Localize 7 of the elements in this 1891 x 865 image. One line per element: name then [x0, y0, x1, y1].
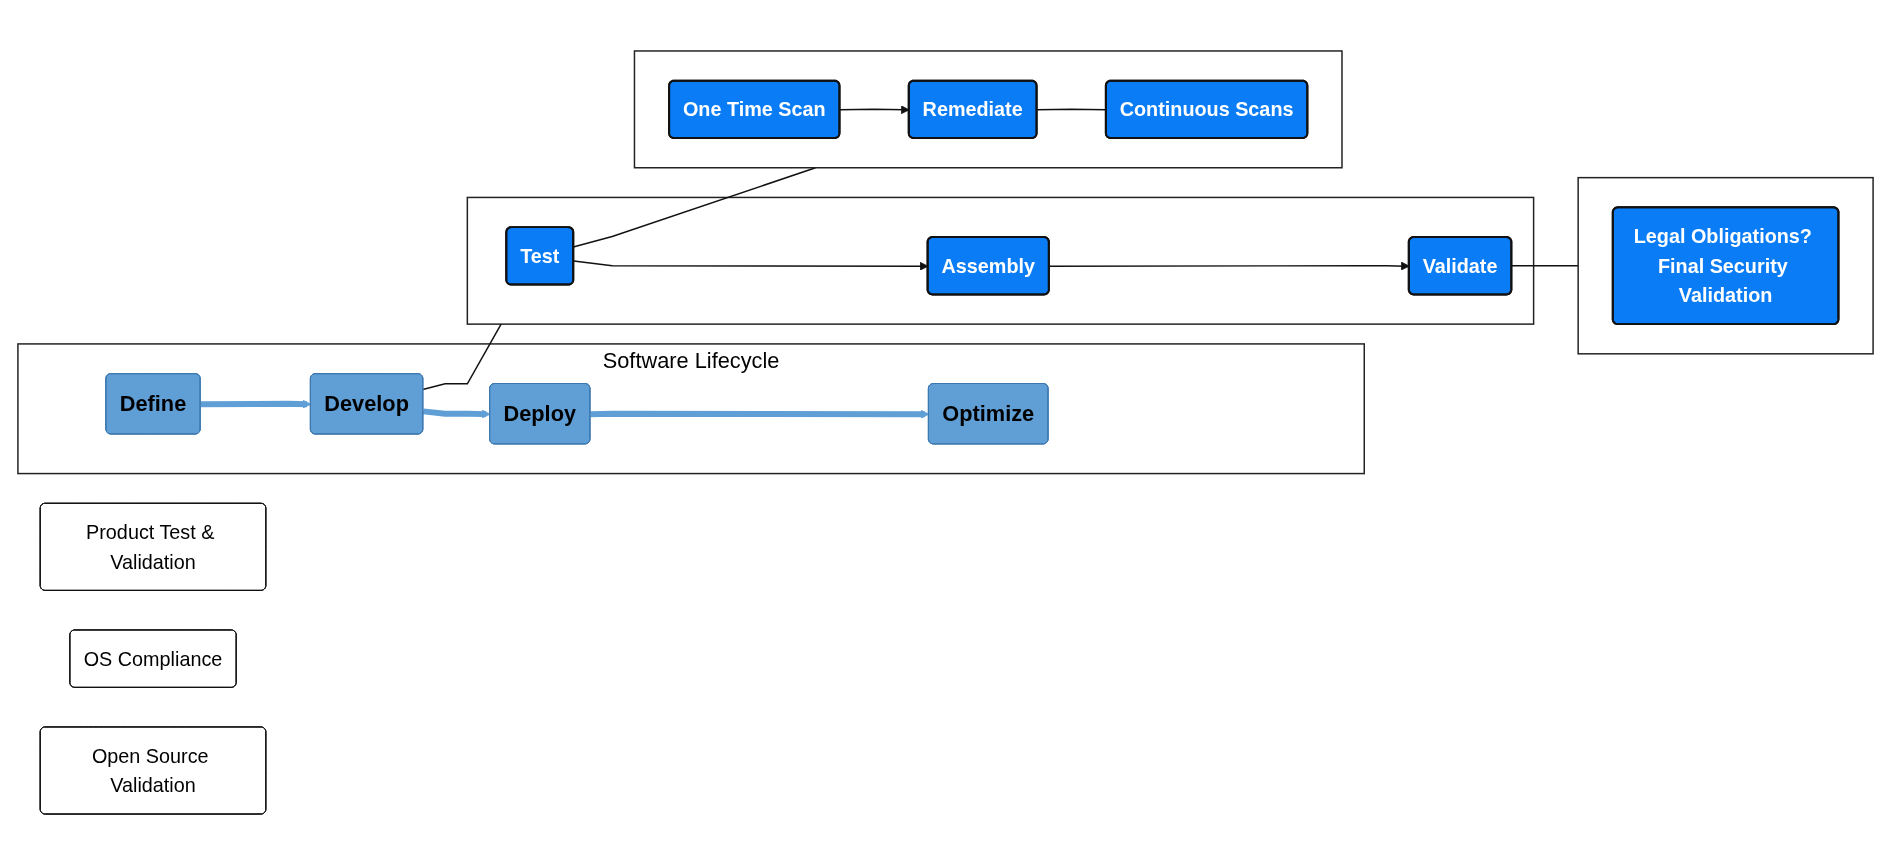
cluster: [633, 50, 1343, 169]
cluster: [1577, 176, 1874, 355]
arrow: [423, 408, 491, 419]
connector: [422, 323, 502, 391]
cluster: [466, 196, 1535, 325]
arrow: [590, 409, 930, 419]
arrow: [200, 399, 312, 409]
